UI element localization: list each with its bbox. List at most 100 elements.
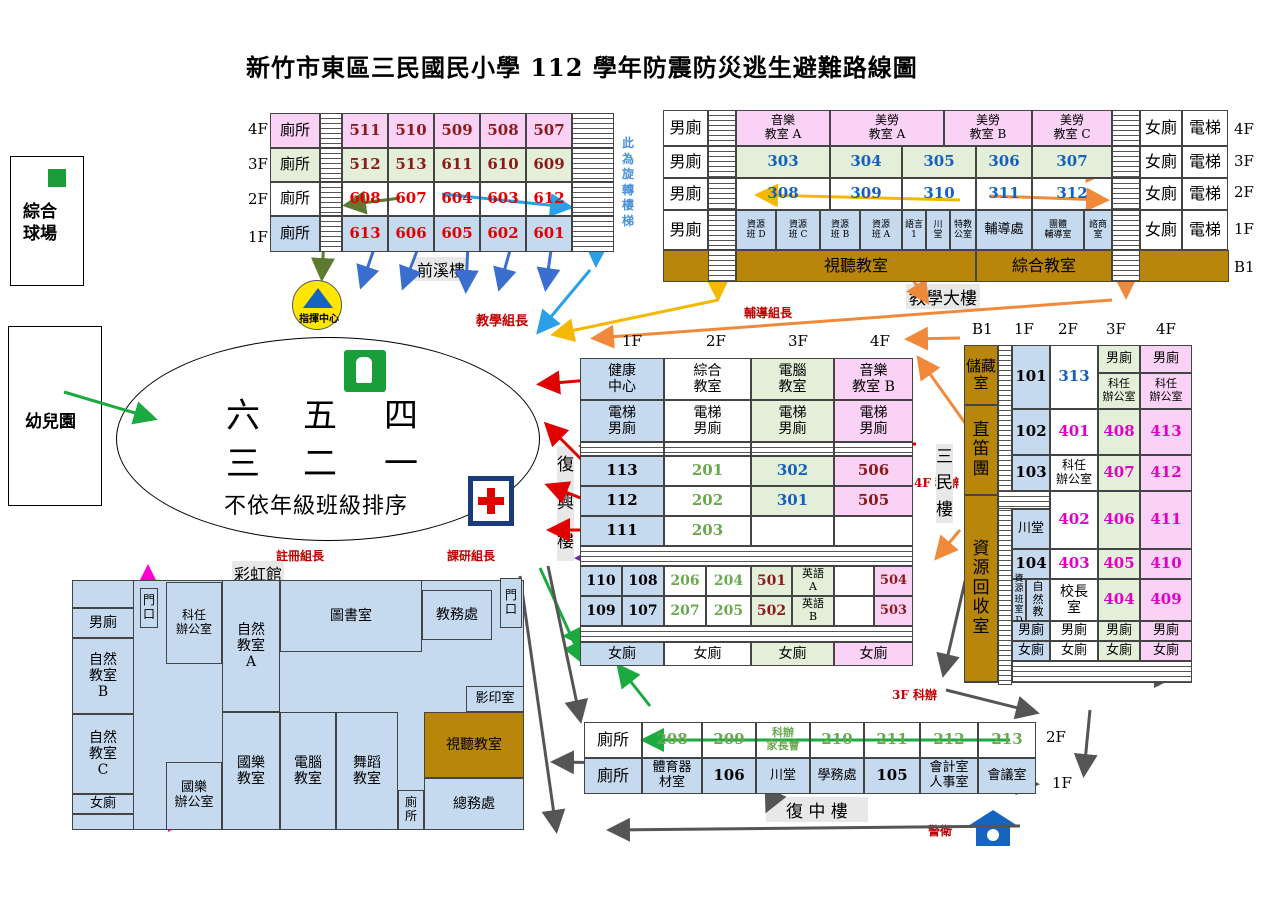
fuxing-lower-room: 504 — [874, 566, 913, 596]
caihong-science-c-label: 自然 教室 C — [89, 729, 117, 779]
fuxing-female-toilet: 女廁 — [834, 642, 913, 666]
qianxi-room-label: 605 — [441, 224, 473, 243]
teaching-b1-stairs — [708, 250, 736, 282]
sanmin-stairs — [998, 491, 1050, 509]
fuxing-top-room-label: 綜合 教室 — [693, 362, 722, 395]
sanmin-science-office-label: 科任 辦公室 — [1055, 458, 1092, 486]
sanmin-bottom-stairs — [1012, 661, 1192, 683]
qianxi-room-label: 612 — [533, 189, 565, 208]
fuxing-lower-room: 207 — [664, 596, 706, 626]
fuxing-1f-room-label: 112 — [606, 491, 638, 510]
caihong-music-room: 國樂 教室 — [222, 712, 280, 830]
fuzhong-2f-room-label: 211 — [876, 730, 908, 749]
sanmin-male-toilet-label: 男廁 — [1152, 622, 1179, 638]
fuxing-4f-room-label: 505 — [857, 491, 890, 510]
teaching-2f-room-label: 308 — [767, 184, 799, 203]
teaching-elevator-label: 電梯 — [1188, 151, 1221, 171]
qianxi-room: 613 — [342, 216, 388, 252]
sanmin-4f-room: 410 — [1140, 549, 1192, 579]
sanmin-4f-room: 413 — [1140, 409, 1192, 455]
fuxing-top-room: 音樂 教室 B — [834, 358, 913, 400]
sanmin-female-toilet-label: 女廁 — [1152, 642, 1179, 658]
teaching-1f-room: 資源 班 B — [820, 210, 860, 250]
teaching-stairs — [708, 210, 736, 250]
fuxing-floor-head: 2F — [706, 332, 726, 350]
sanmin-3f-room-label: 405 — [1103, 554, 1135, 573]
caihong-cell — [72, 580, 134, 608]
exit-icon — [344, 350, 386, 392]
evacuation-arrow — [538, 567, 586, 666]
fuzhong-1f-room-label: 105 — [876, 766, 908, 785]
sanmin-recycle-label: 資 源 回 收 室 — [972, 538, 990, 637]
qianxi-toilet: 廁所 — [270, 216, 320, 252]
sanmin-1f-room-label: 103 — [1015, 463, 1047, 482]
grade-3: 三 — [226, 444, 260, 484]
sanmin-1f-room: 資源班 室 D — [1012, 574, 1026, 626]
sanmin-2f-room: 403 — [1050, 549, 1098, 579]
sanmin-female-toilet-label: 女廁 — [1060, 642, 1087, 658]
teaching-floor-2f: 2F — [1234, 183, 1254, 201]
evacuation-arrow — [904, 326, 961, 351]
sanmin-female-toilet: 女廁 — [1012, 641, 1050, 661]
page-title: 新竹市東區三民國民小學 112 學年防震防災逃生避難路線圖 — [246, 53, 918, 82]
caihong-female-toilet: 女廁 — [72, 794, 134, 814]
teaching-1f-room-label: 特教 公室 — [953, 219, 972, 240]
sanmin-3f-room: 405 — [1098, 549, 1140, 579]
sanmin-3f-room-label: 407 — [1103, 463, 1135, 482]
teaching-2f-room: 309 — [830, 178, 902, 210]
fuxing-2f-room: 203 — [664, 516, 751, 546]
qianxi-spiral-stairs — [572, 182, 614, 216]
fuzhong-1f-room-label: 川堂 — [769, 767, 796, 783]
sanmin-3f-room: 408 — [1098, 409, 1140, 455]
fuxing-lower-room-label: 108 — [628, 572, 658, 589]
qianxi-toilet-label: 廁所 — [279, 155, 310, 174]
teaching-1f-room: 語言 1 — [902, 210, 926, 250]
fuxing-female-toilet-label: 女廁 — [608, 645, 636, 662]
teaching-male-toilet-label: 男廁 — [669, 151, 702, 171]
evacuation-arrow — [934, 529, 962, 561]
fuxing-female-toilet: 女廁 — [580, 642, 664, 666]
qianxi-room-label: 511 — [349, 120, 381, 139]
assembly-area — [116, 337, 540, 541]
sanmin-3f-male: 男廁 — [1098, 345, 1140, 373]
fuxing-female-toilet: 女廁 — [664, 642, 751, 666]
fuxing-top-room-label: 電腦 教室 — [778, 362, 807, 395]
fuxing-lower-room-label: 107 — [628, 602, 658, 619]
guard-house-icon — [968, 810, 1018, 846]
fuxing-stairs — [580, 442, 664, 456]
fuzhong-2f-room-label: 210 — [821, 730, 853, 749]
caihong-science-a: 自然 教室 A — [222, 580, 280, 712]
qianxi-floor-3f: 3F — [248, 155, 268, 173]
qianxi-room-label: 603 — [487, 189, 519, 208]
sports-field-label: 綜合 球場 — [23, 202, 57, 245]
teaching-b1-multi-room: 綜合教室 — [976, 250, 1112, 282]
fuxing-top-room-label: 音樂 教室 B — [852, 362, 895, 395]
fuxing-2f-room: 201 — [664, 456, 751, 486]
teaching-female-toilet: 女廁 — [1140, 178, 1182, 210]
qianxi-stairs — [320, 113, 342, 148]
qianxi-toilet: 廁所 — [270, 148, 320, 182]
role-curriculum: 課研組長 — [447, 549, 496, 563]
evacuation-arrow — [606, 817, 1021, 842]
teaching-1f-room: 團體 輔導室 — [1032, 210, 1084, 250]
fuzhong-1f-room: 105 — [864, 758, 920, 794]
teaching-female-toilet: 女廁 — [1140, 210, 1182, 250]
teaching-4f-room-label: 美勞 教室 C — [1053, 113, 1091, 141]
qianxi-room: 510 — [388, 113, 434, 148]
teaching-1f-room: 輔導處 — [976, 210, 1032, 250]
qianxi-name: 前溪樓 — [414, 257, 469, 281]
teaching-elevator-label: 電梯 — [1188, 183, 1221, 203]
qianxi-spiral-stairs — [572, 113, 614, 148]
teaching-elevator-label: 電梯 — [1188, 219, 1221, 239]
teaching-name: 教學大樓 — [906, 284, 980, 309]
sanmin-floor-head: 4F — [1156, 320, 1176, 338]
qianxi-room-label: 610 — [487, 155, 519, 174]
qianxi-room-label: 507 — [533, 120, 565, 139]
fuzhong-2f-room: 210 — [810, 722, 864, 758]
fuzhong-1f-room: 川堂 — [756, 758, 810, 794]
sanmin-floor-head: 3F — [1106, 320, 1126, 338]
fuxing-lower-room-label: 109 — [586, 602, 616, 619]
fuxing-2f-room-label: 202 — [691, 491, 724, 510]
fuxing-male-label: 男廁 — [693, 421, 722, 437]
sanmin-4f-room-label: 409 — [1150, 590, 1182, 609]
